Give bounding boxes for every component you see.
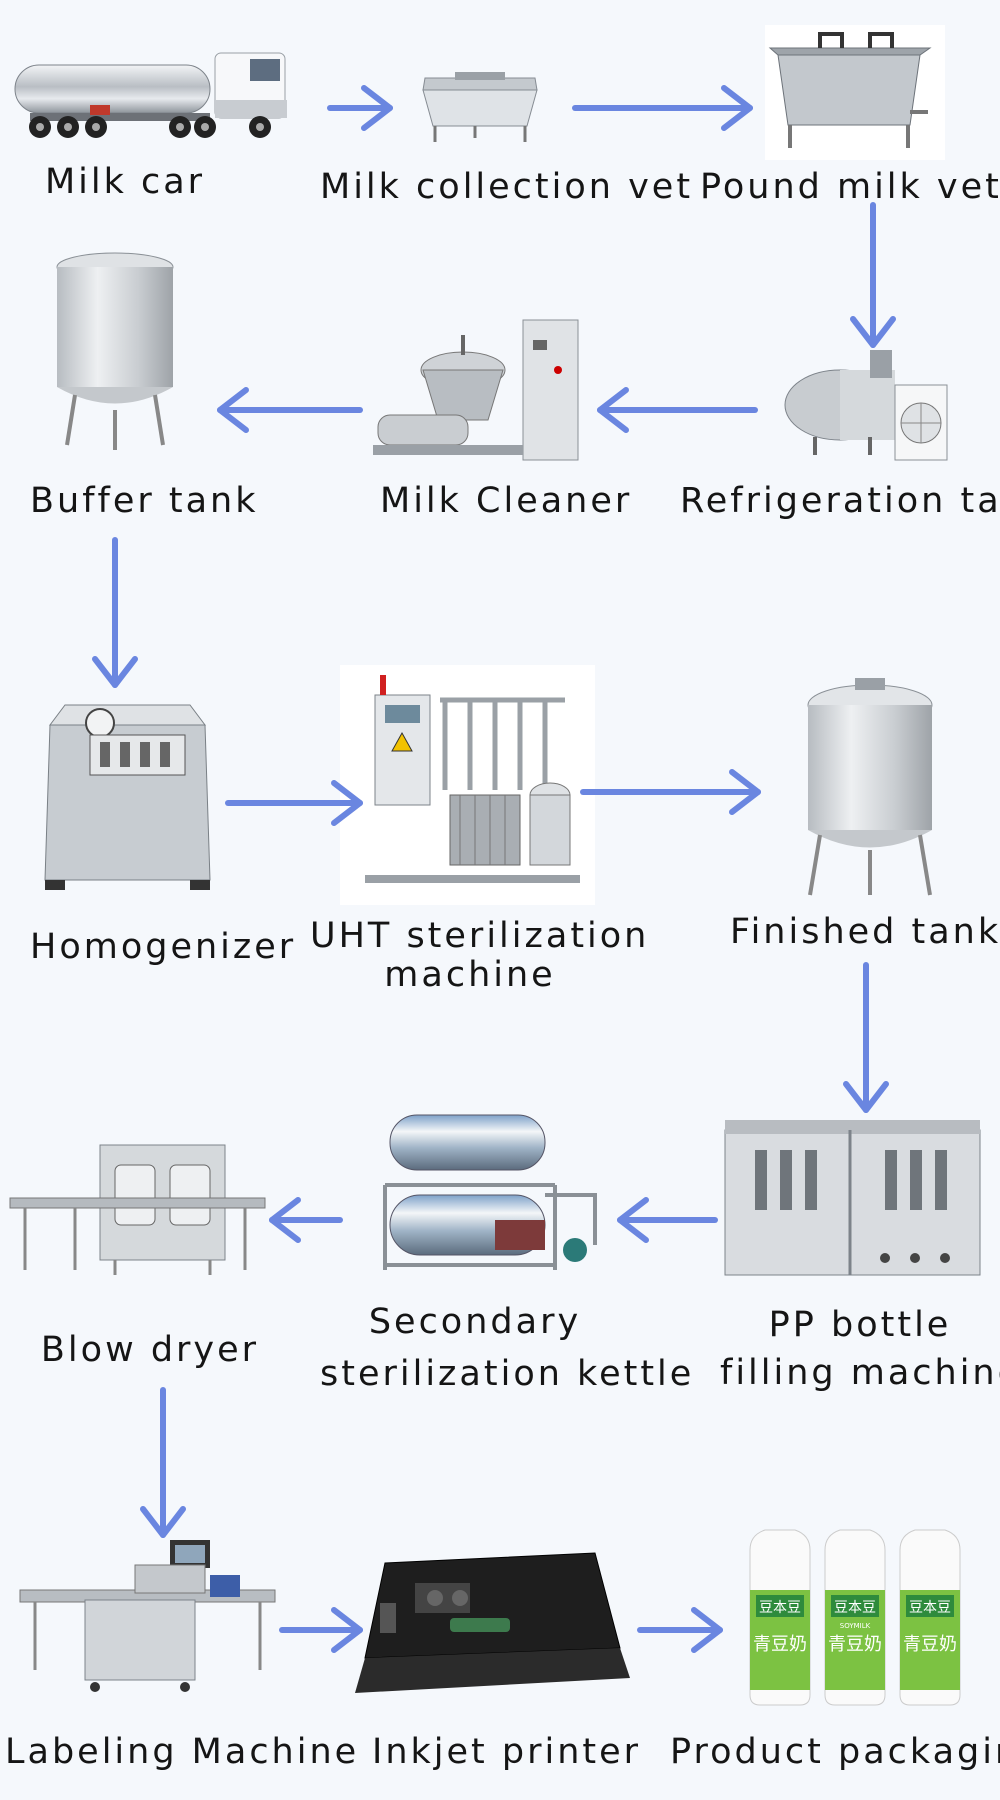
- bottle-2-sub: SOYMILK: [840, 1622, 871, 1630]
- sterilization-kettle-icon: [383, 1114, 597, 1270]
- finished-tank-icon: [807, 678, 933, 896]
- refrigeration-tank-image: [784, 345, 950, 470]
- arrow-3-down: [850, 202, 896, 348]
- buffer-tank-image: [45, 245, 185, 455]
- weigh-vat-icon: [765, 25, 945, 160]
- stage-label-milk-collection-vet: Milk collection vet: [320, 167, 694, 207]
- milk-cleaner-image: [368, 315, 583, 470]
- uht-sterilizer-icon: [340, 665, 595, 905]
- inkjet-printer-image: [355, 1548, 635, 1708]
- uht-machine-image: [340, 665, 595, 905]
- blow-dryer-image: [5, 1140, 270, 1285]
- milk-car-image: [10, 45, 295, 140]
- stage-label-homogenizer: Homogenizer: [30, 927, 297, 967]
- secondary-sterilization-kettle-image: [375, 1100, 620, 1280]
- buffer-tank-icon: [56, 252, 174, 450]
- arrow-12-down: [140, 1387, 186, 1538]
- stage-label-pound-milk-vet: Pound milk vet: [700, 167, 1000, 207]
- arrow-1-right: [327, 85, 393, 131]
- stage-label-kettle-line1: Secondary: [368, 1302, 582, 1342]
- stage-label-labeling-machine: Labeling Machine: [5, 1732, 360, 1772]
- finished-tank-image: [795, 670, 945, 900]
- stage-label-finished-tank: Finished tank: [730, 912, 1000, 952]
- bottle-3-name: 青豆奶: [903, 1634, 957, 1655]
- arrow-6-down: [92, 537, 138, 688]
- arrow-2-right: [572, 85, 753, 131]
- soymilk-bottles-icon: 豆本豆 青豆奶 豆本豆 SOYMILK 青豆奶 豆本豆 青豆奶: [749, 1529, 961, 1706]
- stage-label-uht-line1: UHT sterilization: [310, 916, 650, 956]
- stage-label-uht-line2: machine: [384, 955, 556, 995]
- product-packaging-image: 豆本豆 青豆奶 豆本豆 SOYMILK 青豆奶 豆本豆 青豆奶: [730, 1520, 980, 1710]
- pp-bottle-filling-machine-image: [724, 1120, 981, 1285]
- arrow-10-left: [617, 1197, 718, 1243]
- milk-collection-vet-image: [415, 68, 545, 148]
- stage-label-milk-cleaner: Milk Cleaner: [380, 481, 633, 521]
- labeling-machine-image: [15, 1535, 276, 1700]
- blow-dryer-icon: [9, 1144, 266, 1275]
- bottle-1-name: 青豆奶: [753, 1634, 807, 1655]
- arrow-4-left: [597, 387, 758, 433]
- bottle-3-brand: 豆本豆: [909, 1600, 951, 1616]
- arrow-14-right: [637, 1607, 723, 1653]
- homogenizer-image: [40, 695, 215, 905]
- homogenizer-icon: [44, 704, 211, 890]
- arrow-11-left: [269, 1197, 343, 1243]
- bottle-2-name: 青豆奶: [828, 1634, 882, 1655]
- inkjet-printer-icon: [355, 1552, 630, 1693]
- stage-label-filling-line2: filling machine: [720, 1353, 1000, 1393]
- milk-tanker-truck-icon: [14, 52, 287, 138]
- stage-label-inkjet-printer: Inkjet printer: [372, 1732, 642, 1772]
- stage-label-filling-line1: PP bottle: [768, 1305, 952, 1345]
- pound-milk-vet-image: [760, 20, 950, 165]
- bottle-2-brand: 豆本豆: [834, 1600, 876, 1616]
- stage-label-milk-car: Milk car: [44, 162, 206, 202]
- stage-label-buffer-tank: Buffer tank: [30, 481, 259, 521]
- labeling-machine-icon: [19, 1540, 276, 1692]
- milk-separator-icon: [373, 319, 579, 461]
- bottle-1-brand: 豆本豆: [759, 1600, 801, 1616]
- arrow-9-down: [843, 962, 889, 1113]
- stage-label-blow-dryer: Blow dryer: [40, 1330, 260, 1370]
- arrow-13-right: [279, 1607, 363, 1653]
- arrow-5-left: [217, 387, 363, 433]
- collection-vat-icon: [422, 72, 538, 142]
- cooling-tank-icon: [784, 350, 948, 461]
- stage-label-product-packaging: Product packaging: [670, 1732, 1000, 1772]
- filling-machine-icon: [724, 1120, 981, 1276]
- stage-label-refrigeration-tank: Refrigeration tank: [680, 481, 1000, 521]
- arrow-8-right: [580, 769, 761, 815]
- stage-label-kettle-line2: sterilization kettle: [320, 1354, 695, 1394]
